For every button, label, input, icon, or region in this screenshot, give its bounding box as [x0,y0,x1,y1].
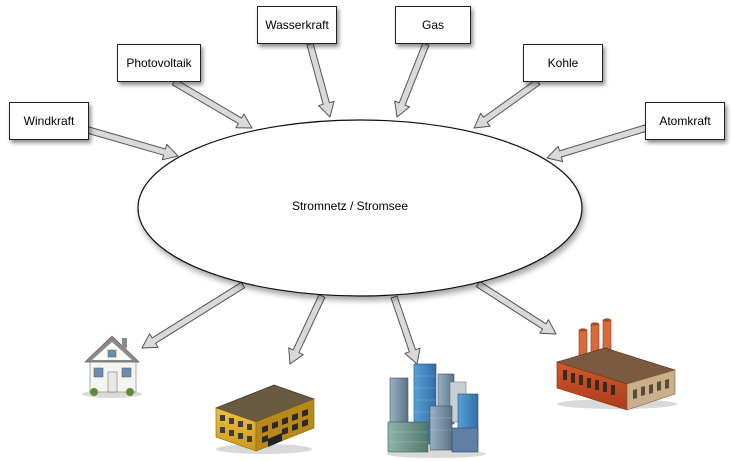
factory-icon [555,318,677,411]
arrow-to-apartment [288,294,326,365]
city-skyline-icon [386,363,486,458]
apartment-building-icon [214,384,316,454]
power-grid-label: Stromnetz / Stromsee [291,199,409,213]
source-box-gas: Gas [395,6,471,44]
source-box-photovoltaik: Photovoltaik [117,44,201,82]
arrow-photovoltaik [171,78,253,129]
arrow-kohle [473,78,541,129]
arrow-to-factory [475,280,557,335]
power-grid-ellipse [137,119,583,297]
house-icon [82,335,142,398]
arrows [86,42,648,365]
source-box-windkraft: Windkraft [9,102,89,140]
arrow-to-city [390,295,421,365]
arrow-to-house [141,281,246,349]
source-box-atomkraft: Atomkraft [645,102,725,140]
arrow-atomkraft [546,124,648,163]
source-box-kohle: Kohle [523,44,603,82]
arrow-windkraft [86,126,179,161]
arrow-gas [394,42,430,118]
arrow-wasserkraft [306,42,335,118]
source-box-wasserkraft: Wasserkraft [257,6,337,44]
